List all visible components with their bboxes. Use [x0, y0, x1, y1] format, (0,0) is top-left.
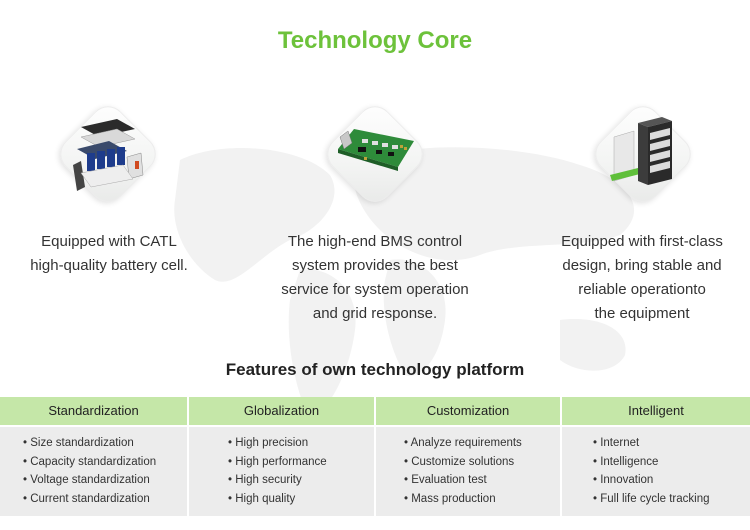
list-item: • Analyze requirements	[404, 437, 522, 449]
column-header: Intelligent	[562, 397, 750, 427]
list-item: • Size standardization	[23, 437, 134, 449]
page-title: Technology Core	[277, 27, 473, 54]
column-header: Globalization	[189, 397, 374, 427]
list-item: • Intelligence	[593, 455, 659, 468]
battery-cell-icon	[73, 119, 144, 191]
list-item: • Evaluation test	[404, 474, 487, 486]
column-header: Customization	[376, 397, 560, 427]
list-item: • High quality	[228, 492, 296, 505]
feature-description-2: The high-end BMS control system provides…	[260, 230, 490, 326]
description-line: the equipment	[594, 305, 690, 322]
column-body: • Internet • Intelligence • Innovation •…	[562, 427, 750, 516]
list-item: • Innovation	[593, 474, 654, 486]
description-line: and grid response.	[312, 305, 438, 322]
list-item: • Capacity standardization	[23, 455, 157, 468]
list-item: • Internet	[593, 437, 640, 449]
column-globalization: Globalization • High precision • High pe…	[189, 397, 376, 516]
list-item: • Voltage standardization	[23, 474, 150, 486]
world-map-background	[174, 147, 635, 420]
platform-features-table: Standardization • Size standardization •…	[0, 397, 750, 516]
column-body: • Size standardization • Capacity standa…	[0, 427, 187, 516]
description-line: service for system operation	[281, 281, 469, 298]
list-item: • Full life cycle tracking	[593, 492, 710, 505]
list-item: • Customize solutions	[404, 455, 515, 468]
description-line: design, bring stable and	[562, 257, 722, 274]
column-intelligent: Intelligent • Internet • Intelligence • …	[562, 397, 750, 516]
column-standardization: Standardization • Size standardization •…	[0, 397, 189, 516]
feature-tile-2	[318, 97, 432, 211]
description-line: reliable operationto	[578, 281, 706, 298]
list-item: • High security	[228, 474, 302, 486]
description-line: high-quality battery cell.	[30, 257, 188, 274]
feature-tile-1	[51, 97, 165, 211]
feature-description-3: Equipped with first-class design, bring …	[542, 230, 742, 326]
description-line: Equipped with CATL	[41, 233, 177, 250]
feature-description-1: Equipped with CATL high-quality battery …	[9, 230, 209, 278]
list-item: • Mass production	[404, 492, 496, 505]
column-body: • Analyze requirements • Customize solut…	[376, 427, 560, 516]
description-line: The high-end BMS control	[287, 233, 463, 250]
feature-tile-3	[586, 97, 700, 211]
column-header: Standardization	[0, 397, 187, 427]
list-item: • High performance	[228, 455, 327, 468]
description-line: Equipped with first-class	[561, 233, 723, 250]
list-item: • Current standardization	[23, 492, 150, 505]
battery-cabinet-icon	[610, 117, 672, 185]
list-item: • High precision	[228, 437, 309, 449]
description-line: system provides the best	[292, 257, 458, 274]
column-body: • High precision • High performance • Hi…	[189, 427, 374, 516]
platform-title: Features of own technology platform	[225, 360, 525, 379]
column-customization: Customization • Analyze requirements • C…	[376, 397, 562, 516]
bms-board-icon	[338, 129, 414, 171]
